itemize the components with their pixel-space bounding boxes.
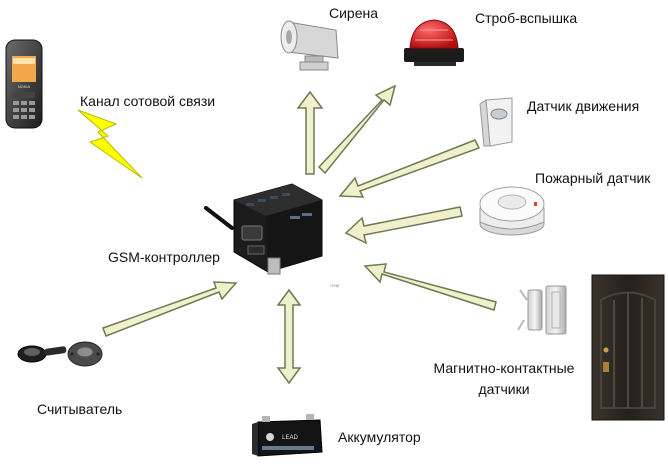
cellular-channel-label: Канал сотовой связи [80,93,216,109]
touch-memory-reader-icon [67,341,103,367]
siren-label: Сирена [329,5,379,21]
mobile-phone-icon: NOKIA [5,39,43,129]
strobe-label: Строб-вспышка [475,10,578,26]
arrow-from-motion-sensor [338,139,481,198]
arrow-controller-battery [276,288,302,385]
door-icon [591,274,665,421]
battery-label: Аккумулятор [338,429,421,445]
arrow-to-siren [296,90,324,175]
arrow-from-fire-sensor [344,206,463,245]
motion-sensor-icon [479,97,513,147]
motion-sensor-label: Датчик движения [527,98,640,114]
arrow-from-magnetic-sensors [363,263,497,311]
magnetic-sensors-label-line2: датчики [478,381,530,397]
arrow-from-reader [102,281,238,337]
smoke-detector-icon [479,186,545,236]
magnetic-sensors-label: Магнитно-контактные датчики [422,360,586,398]
controller-mark-text: GSM [330,283,340,288]
strobe-light-icon [404,19,464,66]
reader-label: Считыватель [37,401,123,417]
phone-brand-text: NOKIA [18,84,31,89]
magnetic-contact-sensor-icon [517,285,567,335]
key-fob-icon [17,345,67,363]
siren-icon [280,20,339,71]
arrow-to-strobe [317,84,397,175]
battery-brand-text: LEAD [282,435,298,441]
controller-label: GSM-контроллер [108,249,220,265]
lightning-bolt-icon [77,109,143,179]
magnetic-sensors-label-line1: Магнитно-контактные [433,360,575,376]
gsm-controller-icon [204,183,323,275]
battery-icon: LEAD [252,414,323,457]
fire-sensor-label: Пожарный датчик [535,170,651,186]
